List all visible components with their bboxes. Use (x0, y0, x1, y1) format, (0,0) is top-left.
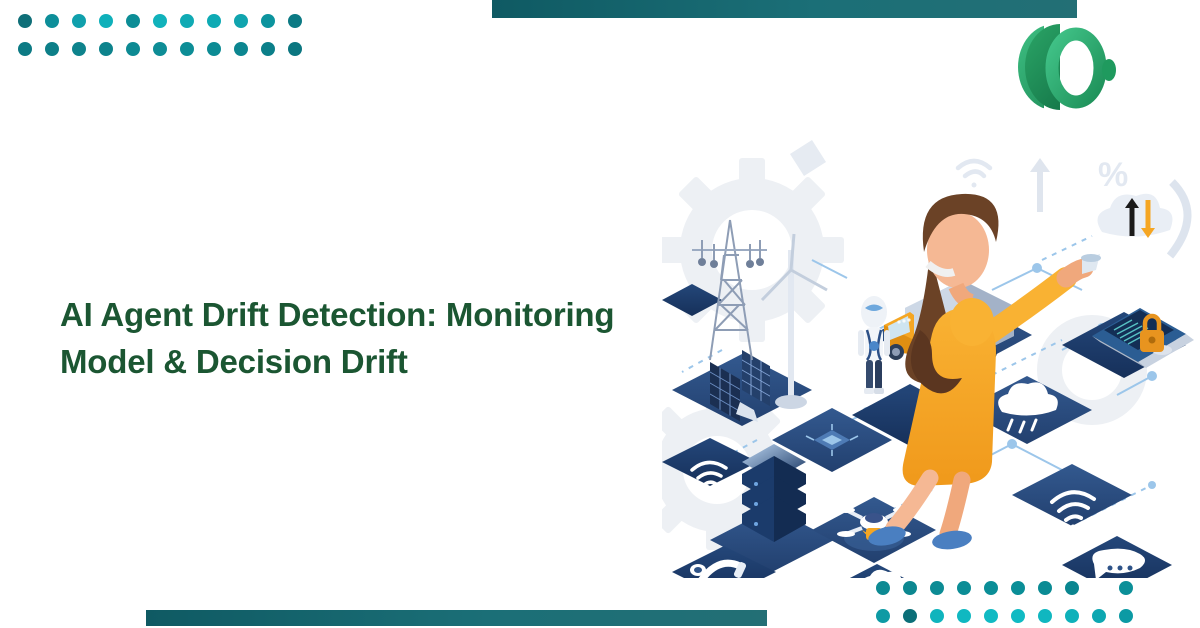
solar-panel (710, 350, 770, 422)
dot (876, 581, 890, 595)
chip-icon (805, 424, 859, 456)
dot (1011, 609, 1025, 623)
power-pylon (692, 219, 767, 361)
dot (1092, 609, 1106, 623)
dot (207, 42, 221, 56)
dot (1065, 609, 1079, 623)
dot (126, 42, 140, 56)
percent-symbol: % (1098, 156, 1128, 194)
cloud-sync-icon (1097, 179, 1192, 259)
dot (234, 14, 248, 28)
dot (984, 609, 998, 623)
dot (153, 14, 167, 28)
hero-illustration: % (662, 140, 1194, 578)
dot (18, 14, 32, 28)
dot-grid-bottom-right (876, 581, 1146, 623)
dot (957, 581, 971, 595)
wind-turbine (760, 233, 828, 409)
dot (180, 14, 194, 28)
ai-brain-icon (865, 569, 902, 578)
dot (1065, 581, 1079, 595)
dot (1038, 609, 1052, 623)
dot-row (18, 42, 315, 56)
dot-row (876, 581, 1146, 595)
brand-logo[interactable] (1004, 22, 1124, 112)
dot (45, 14, 59, 28)
logo-dot (1102, 59, 1116, 81)
dot (99, 14, 113, 28)
robotic-arm (690, 559, 747, 578)
dot (930, 581, 944, 595)
dot (126, 14, 140, 28)
dot (1011, 581, 1025, 595)
dot (234, 42, 248, 56)
humanoid-robot (858, 296, 890, 394)
dot (288, 42, 302, 56)
dot (957, 609, 971, 623)
bottom-accent-bar (146, 610, 767, 626)
dot (153, 42, 167, 56)
dot (1119, 609, 1133, 623)
dot (261, 42, 275, 56)
dot-row (18, 14, 315, 28)
dot (876, 609, 890, 623)
dot (45, 42, 59, 56)
dot (1038, 581, 1052, 595)
dot (903, 581, 917, 595)
dot (18, 42, 32, 56)
dot-grid-top-left (18, 14, 315, 56)
woman-figure (868, 193, 1101, 550)
dot (72, 14, 86, 28)
dot (72, 42, 86, 56)
dot (261, 14, 275, 28)
dot (903, 609, 917, 623)
wifi-icon-right (1050, 490, 1096, 530)
dot-row (876, 609, 1146, 623)
dot (1119, 581, 1133, 595)
rain-cloud-icon (998, 382, 1058, 434)
tile-wifi-right (1012, 464, 1132, 526)
dot (984, 581, 998, 595)
dot (99, 42, 113, 56)
laptop-security-icon (1092, 308, 1194, 368)
top-accent-bar (492, 0, 1077, 18)
logo-ring (1045, 27, 1107, 109)
dot (180, 42, 194, 56)
chat-bubble-icon (1092, 548, 1145, 578)
dot (288, 14, 302, 28)
dot-blank (1092, 581, 1106, 595)
dot (207, 14, 221, 28)
tile-corner (662, 284, 722, 316)
decor-symbols: % (790, 140, 1128, 212)
dot (930, 609, 944, 623)
server-rack (742, 444, 806, 542)
page-title: AI Agent Drift Detection: Monitoring Mod… (60, 296, 615, 380)
wifi-icon-left (690, 460, 728, 493)
